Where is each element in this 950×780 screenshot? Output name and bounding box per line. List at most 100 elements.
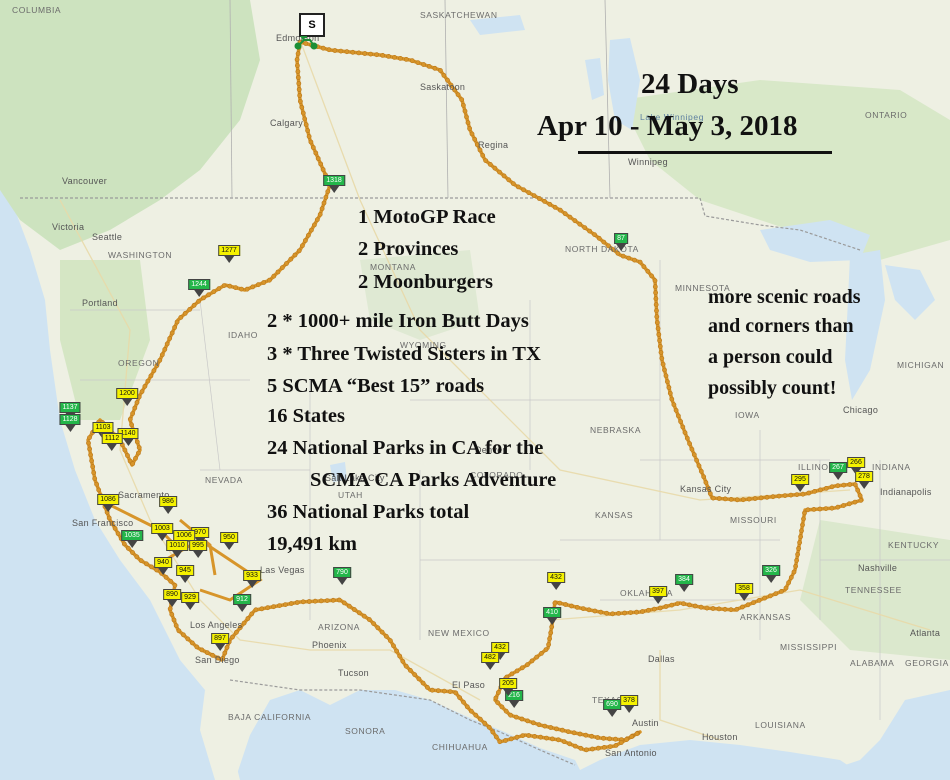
route-dot [94,481,99,487]
label-sacramento: Sacramento [118,490,170,500]
waypoint-marker[interactable]: 912 [233,594,251,612]
route-dot [745,602,751,608]
marker-pin-icon [766,576,776,583]
route-dot [362,51,368,56]
waypoint-marker[interactable]: 482 [481,652,499,670]
route-dot [543,647,549,652]
waypoint-marker[interactable]: 1112 [101,433,123,451]
waypoint-marker[interactable]: 278 [855,471,873,489]
route-dot [296,248,302,254]
waypoint-marker[interactable]: 933 [243,570,261,588]
waypoint-marker[interactable]: 410 [543,607,561,625]
waypoint-marker[interactable]: 690 [603,699,621,717]
marker-pin-icon [739,594,749,601]
waypoint-marker[interactable]: 945 [176,565,194,583]
route-dot [473,712,479,718]
route-dot [338,48,344,54]
route-dot [569,603,574,609]
waypoint-marker[interactable]: 940 [154,557,172,575]
route-dot [296,87,302,92]
route-dot [663,373,669,379]
route-dot [592,232,597,237]
route-dot [148,373,154,379]
label-ontario: ONTARIO [865,110,908,120]
route-dot [794,492,800,497]
route-dot [728,607,734,613]
waypoint-marker[interactable]: 1086 [97,494,119,512]
waypoint-marker[interactable]: 1200 [116,388,138,406]
route-dot [164,341,170,347]
waypoint-marker[interactable]: 1128 [59,414,81,432]
waypoint-marker[interactable]: 1010 [166,540,188,558]
start-marker[interactable]: S [299,13,325,37]
waypoint-label: 940 [154,557,172,568]
route-dot [852,499,858,505]
route-dot [374,52,380,58]
route-dot [187,306,193,312]
waypoint-marker[interactable]: 950 [220,532,238,550]
route-dot [171,617,177,623]
waypoint-marker[interactable]: 397 [649,586,667,604]
route-dot [669,602,675,608]
route-dot [654,308,659,314]
waypoint-marker[interactable]: 1003 [151,523,173,541]
marker-pin-icon [65,425,75,432]
waypoint-marker[interactable]: 267 [829,462,847,480]
waypoint-marker[interactable]: 384 [675,574,693,592]
route-dot [662,367,667,373]
waypoint-marker[interactable]: 1277 [218,245,240,263]
waypoint-marker[interactable]: 986 [159,496,177,514]
waypoint-marker[interactable]: 1244 [188,279,210,297]
route-dot [800,522,805,528]
waypoint-marker[interactable]: 1035 [121,530,143,548]
waypoint-marker[interactable]: 890 [163,589,181,607]
route-dot [168,578,174,584]
route-dot [368,51,374,57]
route-dot [230,634,235,640]
route-dot [660,361,666,367]
route-dot [294,600,300,605]
route-dot [624,737,629,742]
waypoint-marker[interactable]: 378 [620,695,638,713]
route-dot [653,296,659,302]
waypoint-marker[interactable]: 87 [614,233,628,251]
route-dot [503,738,508,743]
waypoint-label: 790 [333,567,351,578]
route-dot [640,609,645,614]
waypoint-marker[interactable]: 995 [189,540,207,558]
waypoint-marker[interactable]: 790 [333,567,351,585]
route-dot [547,636,552,642]
waypoint-label: 278 [855,471,873,482]
waypoint-marker[interactable]: 897 [211,633,229,651]
route-dot [767,593,773,599]
route-dot [409,58,415,64]
route-dot [136,445,142,450]
route-dot [666,385,672,390]
waypoint-marker[interactable]: 295 [791,474,809,492]
route-dot [447,689,453,694]
waypoint-marker[interactable]: 326 [762,565,780,583]
waypoint-marker[interactable]: 358 [735,583,753,601]
route-dot [637,259,643,265]
waypoint-marker[interactable]: 929 [181,592,199,610]
route-dot [534,654,540,660]
label-phoenix: Phoenix [312,640,347,650]
label-vancouver: Vancouver [62,176,108,186]
marker-pin-icon [123,439,133,446]
route-dot [191,302,197,308]
waypoint-marker[interactable]: 432 [491,642,509,660]
forest-area [0,0,260,250]
route-dot [800,491,806,497]
route-dot [461,699,466,705]
marker-pin-icon [223,256,234,263]
waypoint-marker[interactable]: 432 [547,572,565,590]
label-chicago: Chicago [843,405,879,415]
route-dot [483,158,489,163]
route-dot [654,314,660,320]
route-dot [734,606,740,612]
waypoint-marker[interactable]: 205 [499,678,517,696]
route-dot [326,47,332,53]
waypoint-marker[interactable]: 1318 [323,175,345,193]
stat-line: SCMA CA Parks Adventure [310,469,557,491]
